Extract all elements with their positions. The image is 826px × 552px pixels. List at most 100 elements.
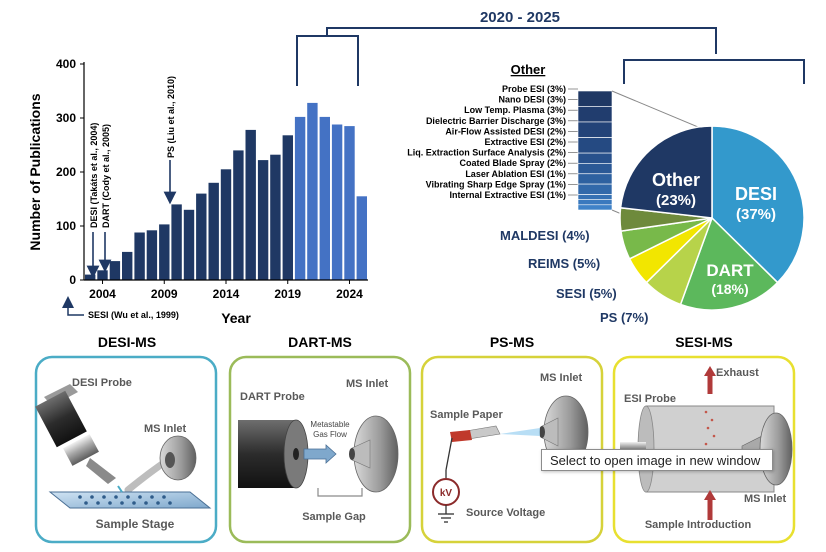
y-ticks: 0 100 200 300 400 [56,57,84,287]
bar-2004 [97,270,108,280]
other-item-label: Dielectric Barrier Discharge (3%) [426,116,566,126]
other-segment [577,163,613,174]
other-item-label: Internal Extractive ESI (1%) [449,190,566,200]
y-tick-label: 100 [56,219,76,233]
other-item-label: Air-Flow Assisted DESI (2%) [445,126,566,136]
other-item-label: Laser Ablation ESI (1%) [465,169,566,179]
x-tick-label: 2019 [274,287,301,301]
bar-2017 [257,160,269,280]
range-label: 2020 - 2025 [480,9,560,26]
pie-label-ps: PS (7%) [600,310,648,325]
sesi-annotation: SESI (Wu et al., 1999) [88,310,179,320]
y-tick-label: 200 [56,165,76,179]
technique-panels: DESI-MS DART-MS PS-MS SESI-MS DESI Probe… [34,334,796,544]
bar-2008 [146,230,158,280]
other-segment [577,121,613,138]
desi-stage-label: Sample Stage [96,517,175,531]
panel-title-dart: DART-MS [288,334,352,350]
pie-slice-desi [711,125,805,284]
bar-2007 [134,232,145,280]
x-tick-label: 2004 [89,287,116,301]
pie-label-reims: REIMS (5%) [528,256,600,271]
sesi-arrow [62,296,84,316]
other-item-label: Nano DESI (3%) [498,95,566,105]
other-item-label: Coated Blade Spray (2%) [459,158,566,168]
other-stack [577,90,613,211]
bar-2024 [344,126,355,280]
other-item-label: Extractive ESI (2%) [484,137,566,147]
x-axis-label: Year [221,310,251,326]
sesi-ms-inlet-label: MS Inlet [744,493,787,505]
pie-label-desi: (37%) [736,206,776,223]
desi-illustration: DESI Probe MS Inlet Sample Stage [35,377,212,531]
other-item-label: Liq. Extraction Surface Analysis (2%) [407,148,566,158]
bar-2006 [122,251,133,280]
bar-2009 [159,224,170,280]
bar-2018 [270,154,281,280]
other-connector-top [611,90,711,133]
pie-label-other: (23%) [656,192,696,209]
bar-2023 [331,124,343,280]
panel-title-ps: PS-MS [490,334,534,350]
other-segment [577,106,613,123]
bar-2025 [356,196,367,280]
other-breakdown: Other Probe ESI (3%)Nano DESI (3%)Low Te… [407,62,711,227]
ps-voltage-label: Source Voltage [466,507,545,519]
sesi-exhaust-label: Exhaust [716,367,759,379]
ps-kv-label: kV [440,488,453,499]
ps-annotation: PS (Liu et al., 2010) [166,76,176,158]
pie-labels: DESI (37%) DART(18%) PS (7%) SESI (5%) REIMS … [500,170,777,325]
bar-2016 [245,129,256,280]
bar-2005 [109,261,121,280]
dart-gas-label-1: Metastable [310,420,350,429]
other-segment [577,90,613,107]
bar-2013 [208,182,219,280]
pie-label-maldesi: MALDESI (4%) [500,228,590,243]
other-list: Probe ESI (3%)Nano DESI (3%)Low Temp. Pl… [407,84,578,200]
other-segment [577,173,613,185]
pie-slice-other [619,125,713,219]
sesi-esi-probe-label: ESI Probe [624,393,676,405]
other-segment [577,204,613,211]
other-title: Other [511,62,546,77]
dart-ms-inlet-label: MS Inlet [346,378,389,390]
desi-ms-inlet-label: MS Inlet [144,423,187,435]
bar-2011 [183,209,195,280]
bar-2022 [319,116,330,281]
other-item-label: Probe ESI (3%) [502,84,566,94]
dart-annotation: DART (Cody et al., 2005) [101,124,111,228]
pie-label-desi: DESI [735,184,777,204]
y-tick-label: 300 [56,111,76,125]
bar-2010 [171,204,182,280]
bar-2012 [196,193,207,280]
panel-title-desi: DESI-MS [98,334,156,350]
other-segment [577,183,613,195]
other-segment [577,137,613,154]
bar-2003 [85,274,96,280]
pie-label-dart: (18%) [711,281,748,297]
bar-2014 [220,169,232,280]
other-segment [577,194,613,200]
bar-2015 [233,150,244,280]
x-tick-label: 2009 [151,287,178,301]
ps-ms-inlet-label: MS Inlet [540,372,583,384]
bar-series [85,102,367,281]
dart-gap-label: Sample Gap [302,511,366,523]
tooltip-text: Select to open image in new window [550,453,761,468]
dart-gas-label-2: Gas Flow [313,430,347,439]
y-tick-label: 0 [69,273,76,287]
other-item-label: Low Temp. Plasma (3%) [464,105,566,115]
ps-paper-label: Sample Paper [430,409,503,421]
pie-chart [619,125,805,311]
panel-title-sesi: SESI-MS [675,334,733,350]
dart-probe-label: DART Probe [240,391,305,403]
pie-label-sesi: SESI (5%) [556,286,617,301]
pie-label-dart: DART [706,261,754,280]
bar-2019 [282,135,293,280]
range-bracket [296,27,805,86]
pie-slice-dart [679,216,779,311]
y-tick-label: 400 [56,57,76,71]
other-segment [577,152,613,164]
